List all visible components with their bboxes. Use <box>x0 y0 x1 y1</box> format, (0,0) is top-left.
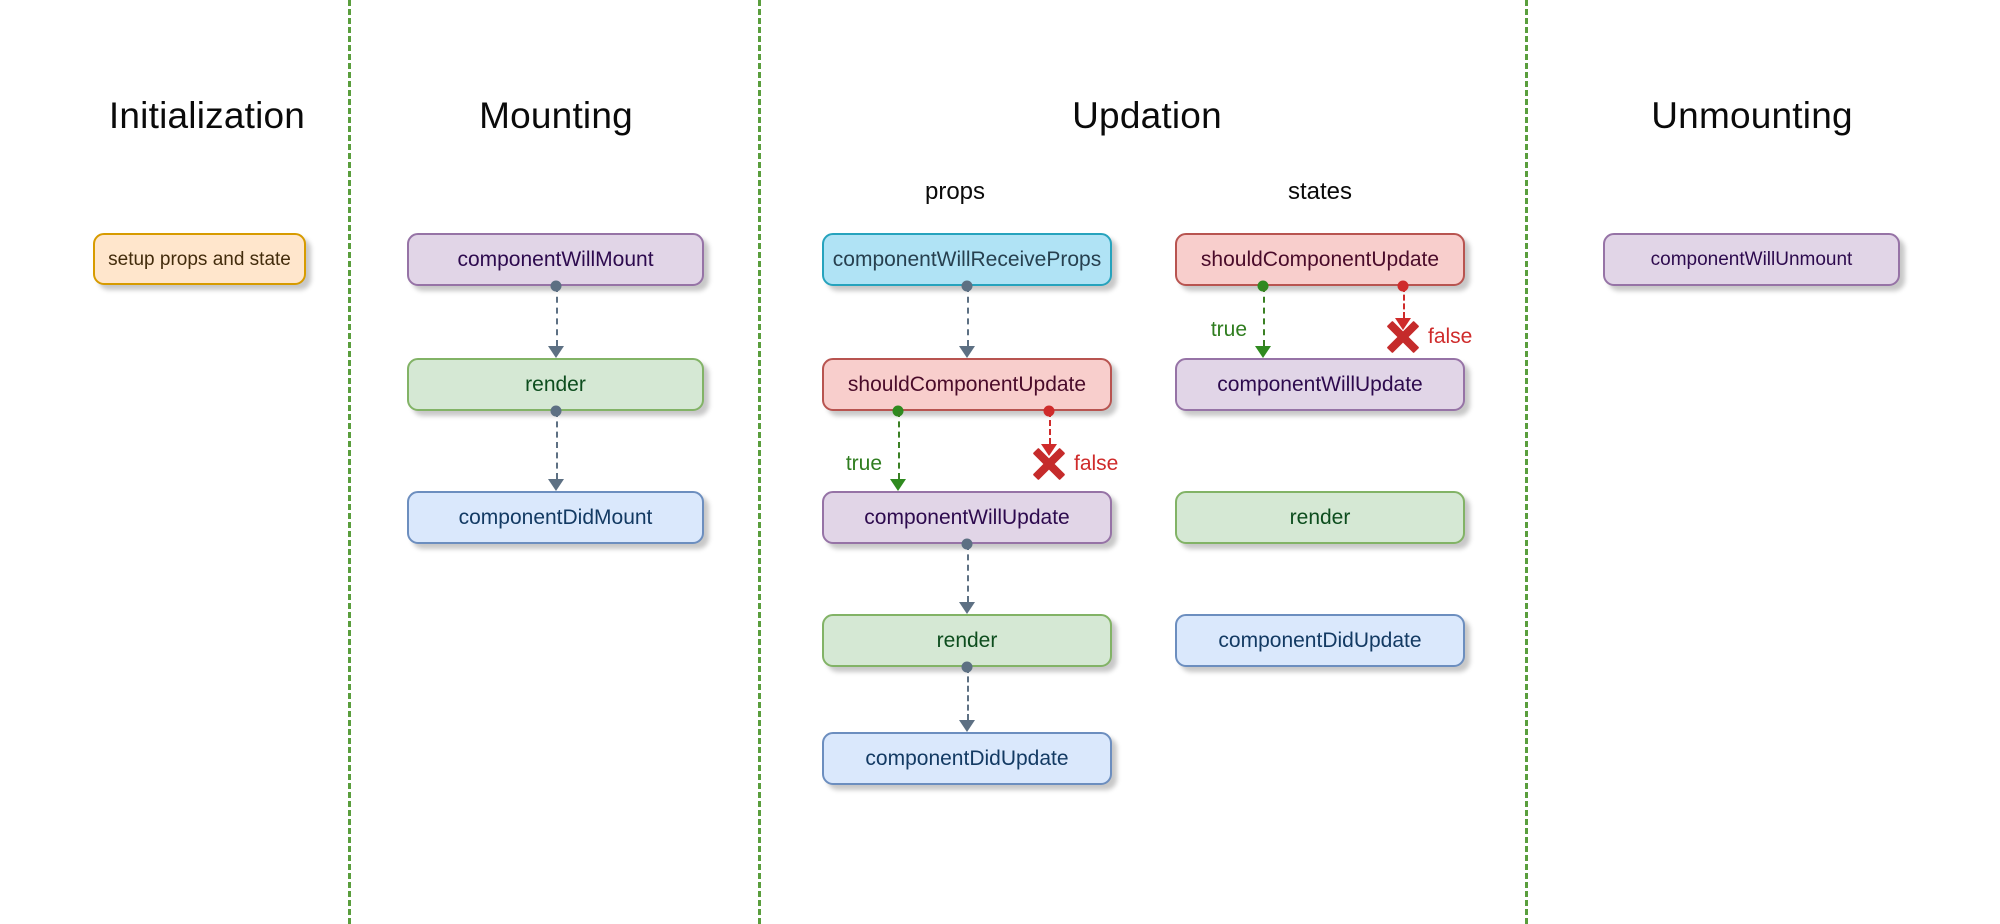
branch-label-true: true <box>845 452 882 475</box>
edge-arrowhead <box>959 720 975 732</box>
column-title-initialization: Initialization <box>108 95 306 136</box>
edge-line <box>556 411 558 479</box>
node-states-should-component-update[interactable]: shouldComponentUpdate <box>1175 233 1465 286</box>
node-mount-render[interactable]: render <box>407 358 704 411</box>
branch-arrowhead-true <box>1255 346 1271 358</box>
branch-line-false <box>1403 286 1405 318</box>
node-states-component-will-update[interactable]: componentWillUpdate <box>1175 358 1465 411</box>
edge-arrowhead <box>959 602 975 614</box>
node-states-render[interactable]: render <box>1175 491 1465 544</box>
node-props-should-component-update[interactable]: shouldComponentUpdate <box>822 358 1112 411</box>
node-component-will-unmount[interactable]: componentWillUnmount <box>1603 233 1900 286</box>
column-title-mounting: Mounting <box>479 95 633 136</box>
edge-arrowhead <box>959 346 975 358</box>
edge-line <box>967 667 969 720</box>
branch-line-true <box>898 411 900 479</box>
node-states-component-did-update[interactable]: componentDidUpdate <box>1175 614 1465 667</box>
stop-x-icon <box>1030 445 1068 483</box>
node-props-component-did-update[interactable]: componentDidUpdate <box>822 732 1112 785</box>
column-title-updation: Updation <box>1072 95 1222 136</box>
edge-line <box>967 544 969 602</box>
node-setup-props-and-state[interactable]: setup props and state <box>93 233 306 285</box>
branch-label-false: false <box>1428 325 1473 348</box>
stop-x-icon <box>1384 318 1422 356</box>
edge-arrowhead <box>548 479 564 491</box>
subheading-states: states <box>1287 178 1353 205</box>
edge-line <box>967 286 969 346</box>
branch-label-true: true <box>1210 318 1247 341</box>
branch-label-false: false <box>1074 452 1119 475</box>
branch-arrowhead-true <box>890 479 906 491</box>
node-props-render[interactable]: render <box>822 614 1112 667</box>
node-component-will-mount[interactable]: componentWillMount <box>407 233 704 286</box>
edge-line <box>556 286 558 346</box>
node-props-component-will-update[interactable]: componentWillUpdate <box>822 491 1112 544</box>
column-divider-2 <box>758 0 761 924</box>
node-component-did-mount[interactable]: componentDidMount <box>407 491 704 544</box>
node-component-will-receive-props[interactable]: componentWillReceiveProps <box>822 233 1112 286</box>
column-divider-3 <box>1525 0 1528 924</box>
subheading-props: props <box>924 178 986 205</box>
column-divider-1 <box>348 0 351 924</box>
branch-line-true <box>1263 286 1265 346</box>
edge-arrowhead <box>548 346 564 358</box>
column-title-unmounting: Unmounting <box>1651 95 1853 136</box>
branch-line-false <box>1049 411 1051 444</box>
